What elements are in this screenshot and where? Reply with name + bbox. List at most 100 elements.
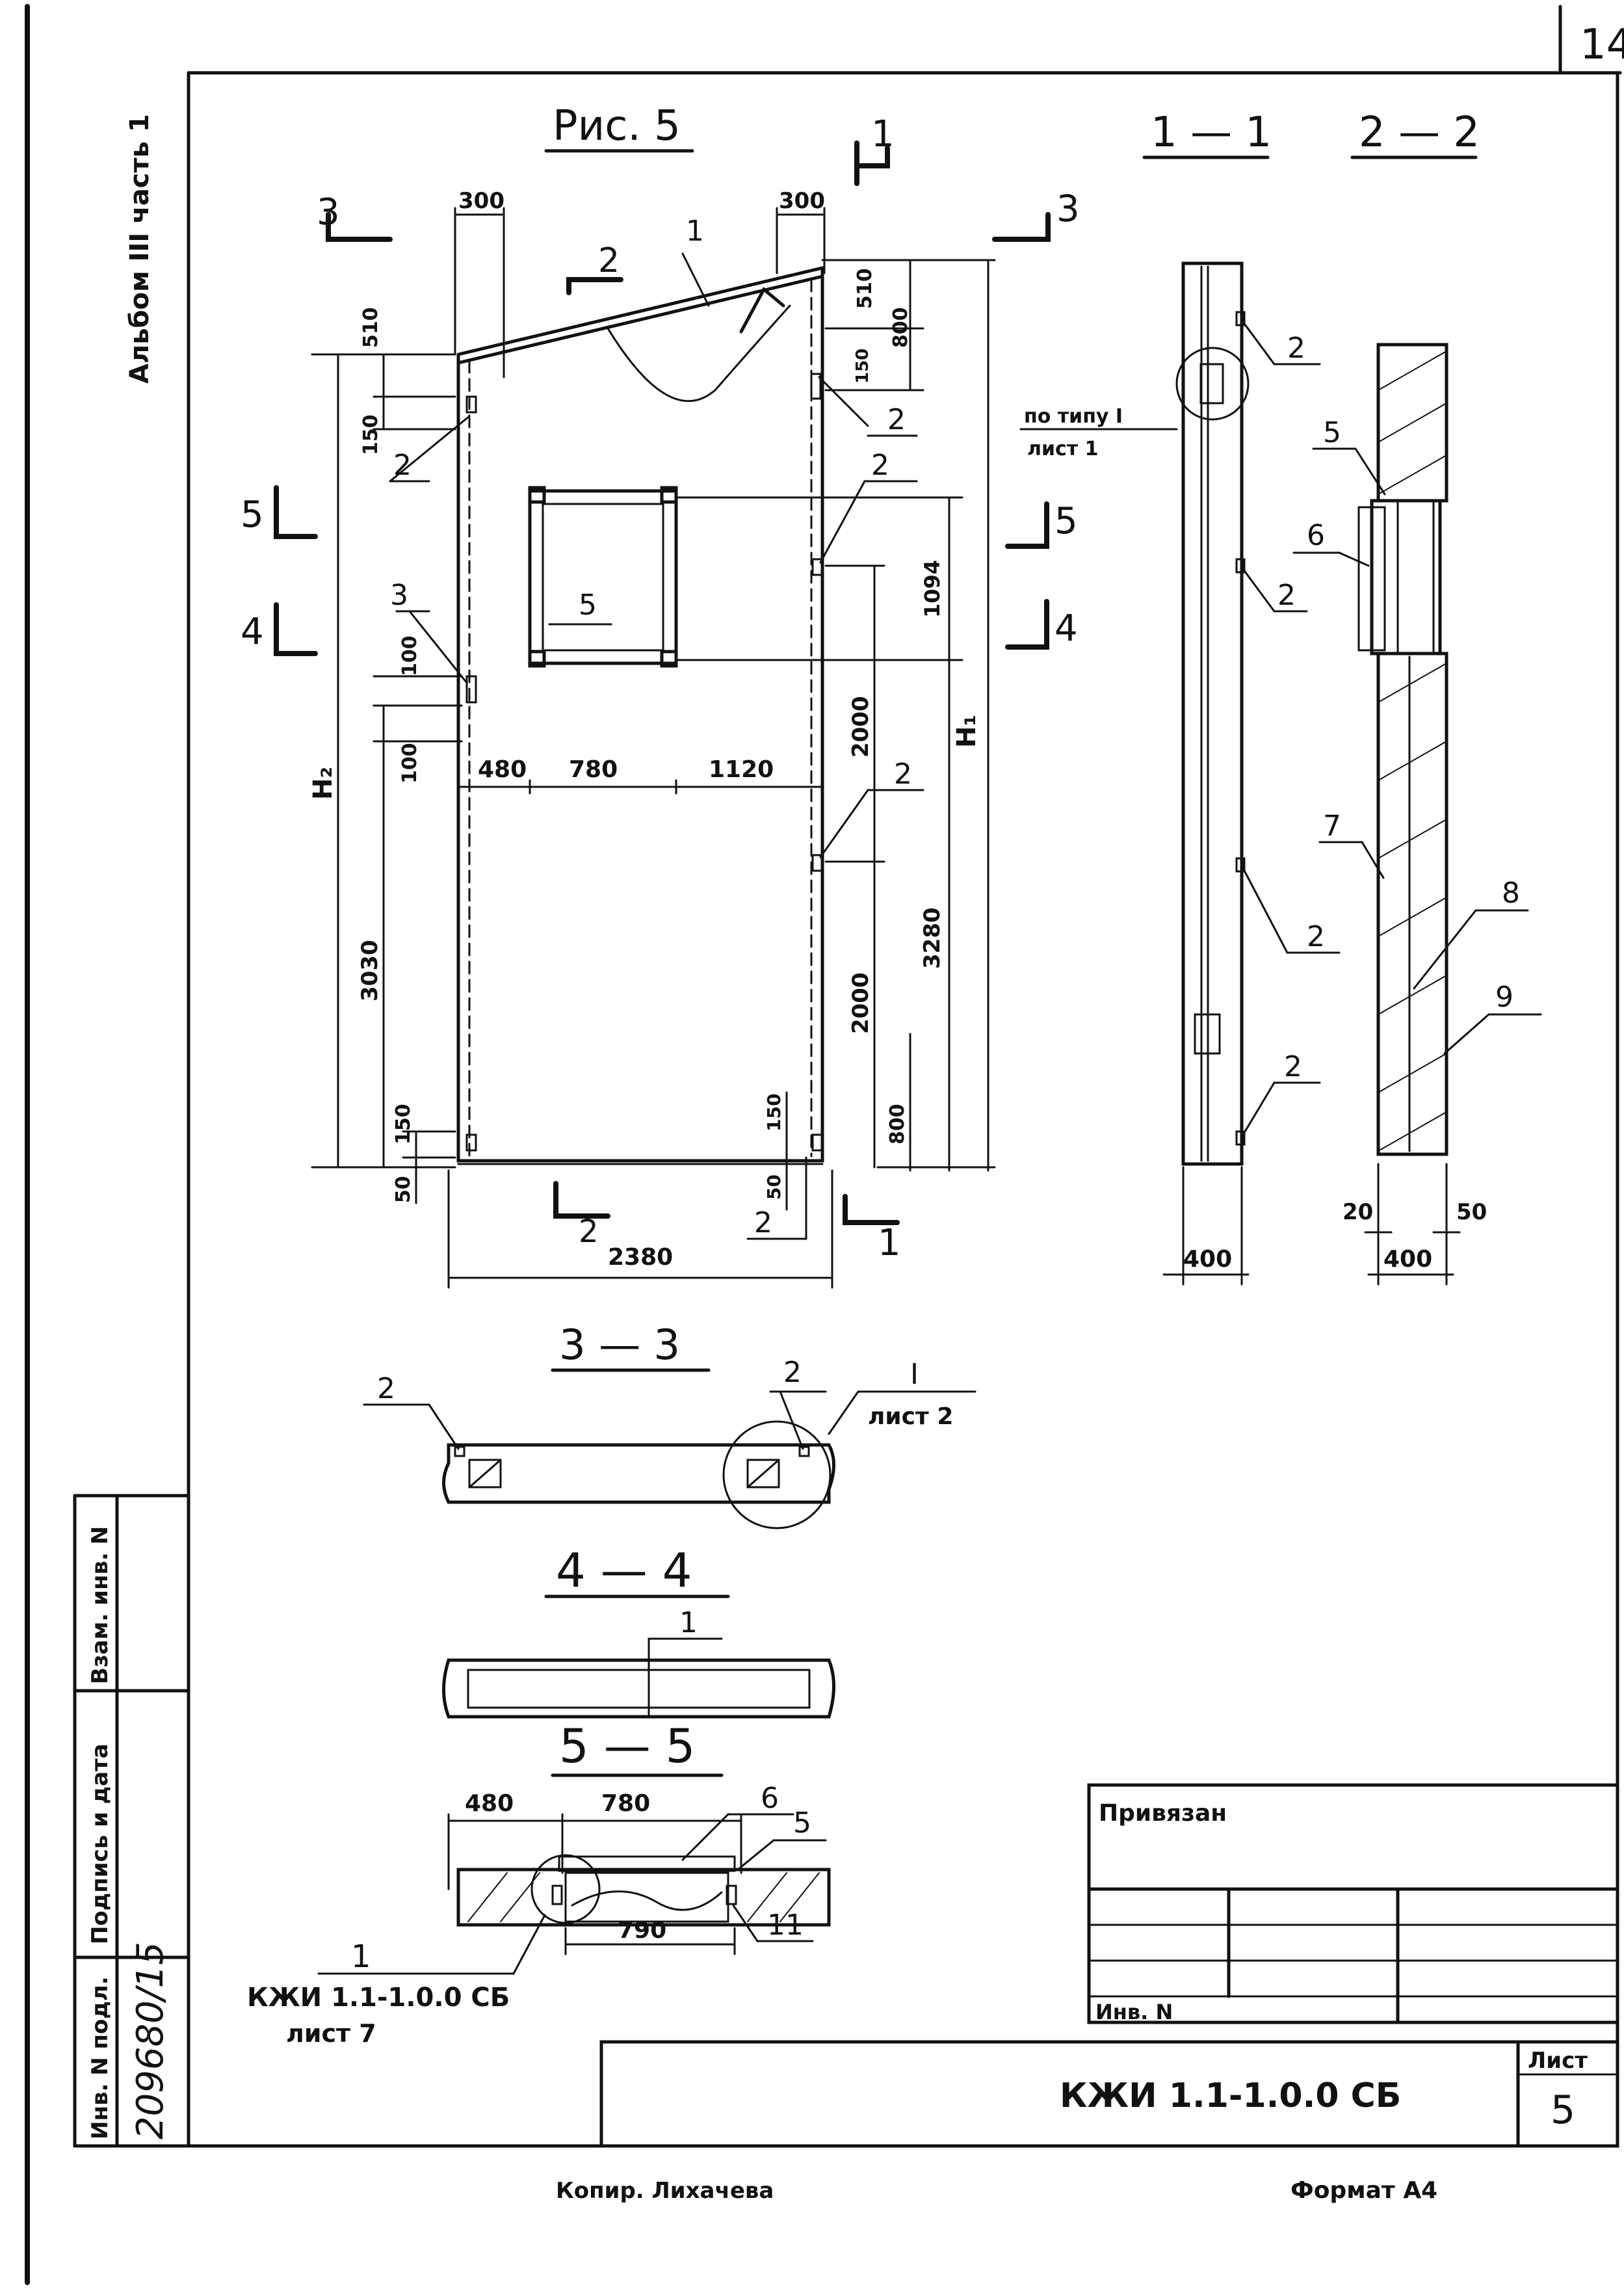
mark-sec2-bottom: 2 <box>579 1213 599 1250</box>
mark-sec4-left: 4 <box>241 611 264 653</box>
dim-780: 780 <box>569 756 618 783</box>
sec55-pos6: 6 <box>761 1782 779 1815</box>
section-1-1: 1 — 1 по типу I лист 1 2 2 2 2 400 <box>1019 109 1341 1286</box>
dim-3280: 3280 <box>919 907 945 969</box>
pos2-elev-d: 2 <box>894 758 912 791</box>
right-dimensions: 510 800 150 1094 2000 H₁ 3280 2000 800 1… <box>675 259 996 1211</box>
corner-number: 14 <box>1580 21 1624 69</box>
panel-elevation <box>456 265 824 1165</box>
sec55-pos11: 11 <box>767 1909 804 1942</box>
sec11-pos2-b: 2 <box>1277 579 1296 612</box>
dim-300-top-left: 300 <box>458 188 504 214</box>
dim-2000-b: 2000 <box>848 972 874 1034</box>
pos2-elev-a: 2 <box>393 449 412 482</box>
position-callouts: 1 2 2 2 2 2 3 5 <box>389 215 924 1240</box>
pos2-elev-b: 2 <box>887 403 906 436</box>
footer-format: Формат А4 <box>1290 2177 1437 2204</box>
sec22-pos9: 9 <box>1495 981 1513 1014</box>
vzam-label: Взам. инв. N <box>87 1526 113 1684</box>
sec11-pos2-c: 2 <box>1307 920 1325 953</box>
sec11-title: 1 — 1 <box>1151 109 1272 157</box>
sec55-title: 5 — 5 <box>559 1719 695 1773</box>
mark-sec4-right: 4 <box>1054 607 1078 650</box>
section-3-3: 3 — 3 2 2 I лист 2 <box>363 1321 976 1529</box>
sec33-ref-num: I <box>910 1358 919 1391</box>
sec33-pos2-left: 2 <box>377 1372 395 1405</box>
sec22-d50: 50 <box>1456 1199 1487 1225</box>
dim-2000-a: 2000 <box>848 696 874 758</box>
left-dimensions: 510 150 100 100 H₂ 3030 150 50 300 300 4… <box>308 188 833 1289</box>
stamp-list-label: Лист <box>1528 2048 1588 2074</box>
sec55-d780: 780 <box>601 1790 650 1817</box>
footer-copier: Копир. Лихачева <box>556 2178 774 2204</box>
sec55-ref-doc: КЖИ 1.1-1.0.0 СБ <box>247 1983 510 2013</box>
dim-100-b: 100 <box>399 743 421 784</box>
inv-podl-label: Инв. N подл. <box>87 1976 113 2139</box>
dim-100-a: 100 <box>399 635 421 676</box>
sec22-pos8: 8 <box>1502 877 1520 910</box>
sec55-pos1: 1 <box>351 1938 371 1975</box>
mark-sec3-right: 3 <box>1056 188 1080 230</box>
sec33-title: 3 — 3 <box>559 1321 680 1369</box>
mark-sec3-left: 3 <box>317 191 340 233</box>
pos2-elev-e: 2 <box>754 1206 772 1239</box>
dim-480: 480 <box>478 756 527 783</box>
sec22-d20: 20 <box>1342 1199 1373 1225</box>
section-4-4: 4 — 4 1 <box>442 1543 835 1719</box>
sec44-title: 4 — 4 <box>556 1543 692 1598</box>
sec33-pos2-right: 2 <box>783 1356 802 1389</box>
podpis-label: Подпись и дата <box>87 1743 113 1944</box>
mark-sec1-top: 1 <box>871 113 895 155</box>
sec22-pos5: 5 <box>1323 416 1341 449</box>
dim-50-br: 50 <box>763 1174 785 1200</box>
stamp-list-num: 5 <box>1551 2087 1575 2133</box>
sec11-width: 400 <box>1183 1246 1232 1273</box>
sec55-pos5: 5 <box>793 1806 811 1840</box>
dim-800-bottom: 800 <box>886 1104 909 1144</box>
pos1-elev: 1 <box>686 215 704 248</box>
album-label: Альбом III часть 1 <box>125 114 155 384</box>
sec55-d790: 790 <box>618 1917 666 1944</box>
dim-2380: 2380 <box>608 1244 673 1271</box>
sec11-ref1: по типу I <box>1024 405 1123 428</box>
dim-1120: 1120 <box>709 756 774 783</box>
side-stamp: Инв. N подл. Подпись и дата Взам. инв. N… <box>73 1494 190 2148</box>
sec55-ref-sheet: лист 7 <box>286 2019 376 2048</box>
section-marks: 3 3 5 5 4 4 1 1 2 2 <box>241 113 1080 1264</box>
mark-sec2-top: 2 <box>598 241 620 280</box>
section-2-2: 2 — 2 5 6 7 8 <box>1292 109 1542 1286</box>
dim-3030: 3030 <box>357 940 383 1001</box>
stamp-inv-n: Инв. N <box>1095 2000 1173 2024</box>
mark-sec5-right: 5 <box>1054 500 1078 542</box>
sec11-pos2-d: 2 <box>1284 1050 1302 1083</box>
dim-150-left: 150 <box>360 414 382 455</box>
dim-H1: H₁ <box>952 715 982 748</box>
dim-150-bottom: 150 <box>392 1104 415 1144</box>
mark-sec5-left: 5 <box>241 494 264 536</box>
title-block: Привязан Инв. N КЖИ 1.1-1.0.0 СБ Лист 5 <box>599 1783 1619 2148</box>
dim-1094: 1094 <box>920 560 945 618</box>
pos3-elev: 3 <box>390 579 408 612</box>
sec22-pos6: 6 <box>1307 519 1325 552</box>
sec55-d480: 480 <box>465 1790 514 1817</box>
sec33-ref-sheet: лист 2 <box>868 1403 953 1430</box>
section-5-5: 5 — 5 480 780 790 6 5 11 1 К <box>247 1719 831 2048</box>
sec44-pos1: 1 <box>679 1606 698 1639</box>
stamp-doc-code: КЖИ 1.1-1.0.0 СБ <box>1060 2076 1401 2115</box>
dim-510-left: 510 <box>360 307 382 348</box>
concrete-hatch <box>1378 351 1447 1152</box>
sec22-title: 2 — 2 <box>1359 109 1480 157</box>
sec11-pos2-a: 2 <box>1287 332 1305 365</box>
pos2-elev-c: 2 <box>871 449 889 482</box>
dim-800-top: 800 <box>889 307 912 348</box>
dim-510-right: 510 <box>854 268 876 309</box>
mark-sec1-bottom: 1 <box>878 1222 901 1264</box>
dim-150-br: 150 <box>763 1094 785 1131</box>
dim-50-bottom: 50 <box>392 1176 415 1203</box>
sec11-ref2: лист 1 <box>1027 438 1098 460</box>
dim-300-top-right: 300 <box>779 188 825 214</box>
pos5-elev: 5 <box>579 589 597 622</box>
sec22-pos7: 7 <box>1323 810 1341 843</box>
dim-H2: H₂ <box>308 767 338 800</box>
stamp-privyazan: Привязан <box>1099 1800 1227 1827</box>
